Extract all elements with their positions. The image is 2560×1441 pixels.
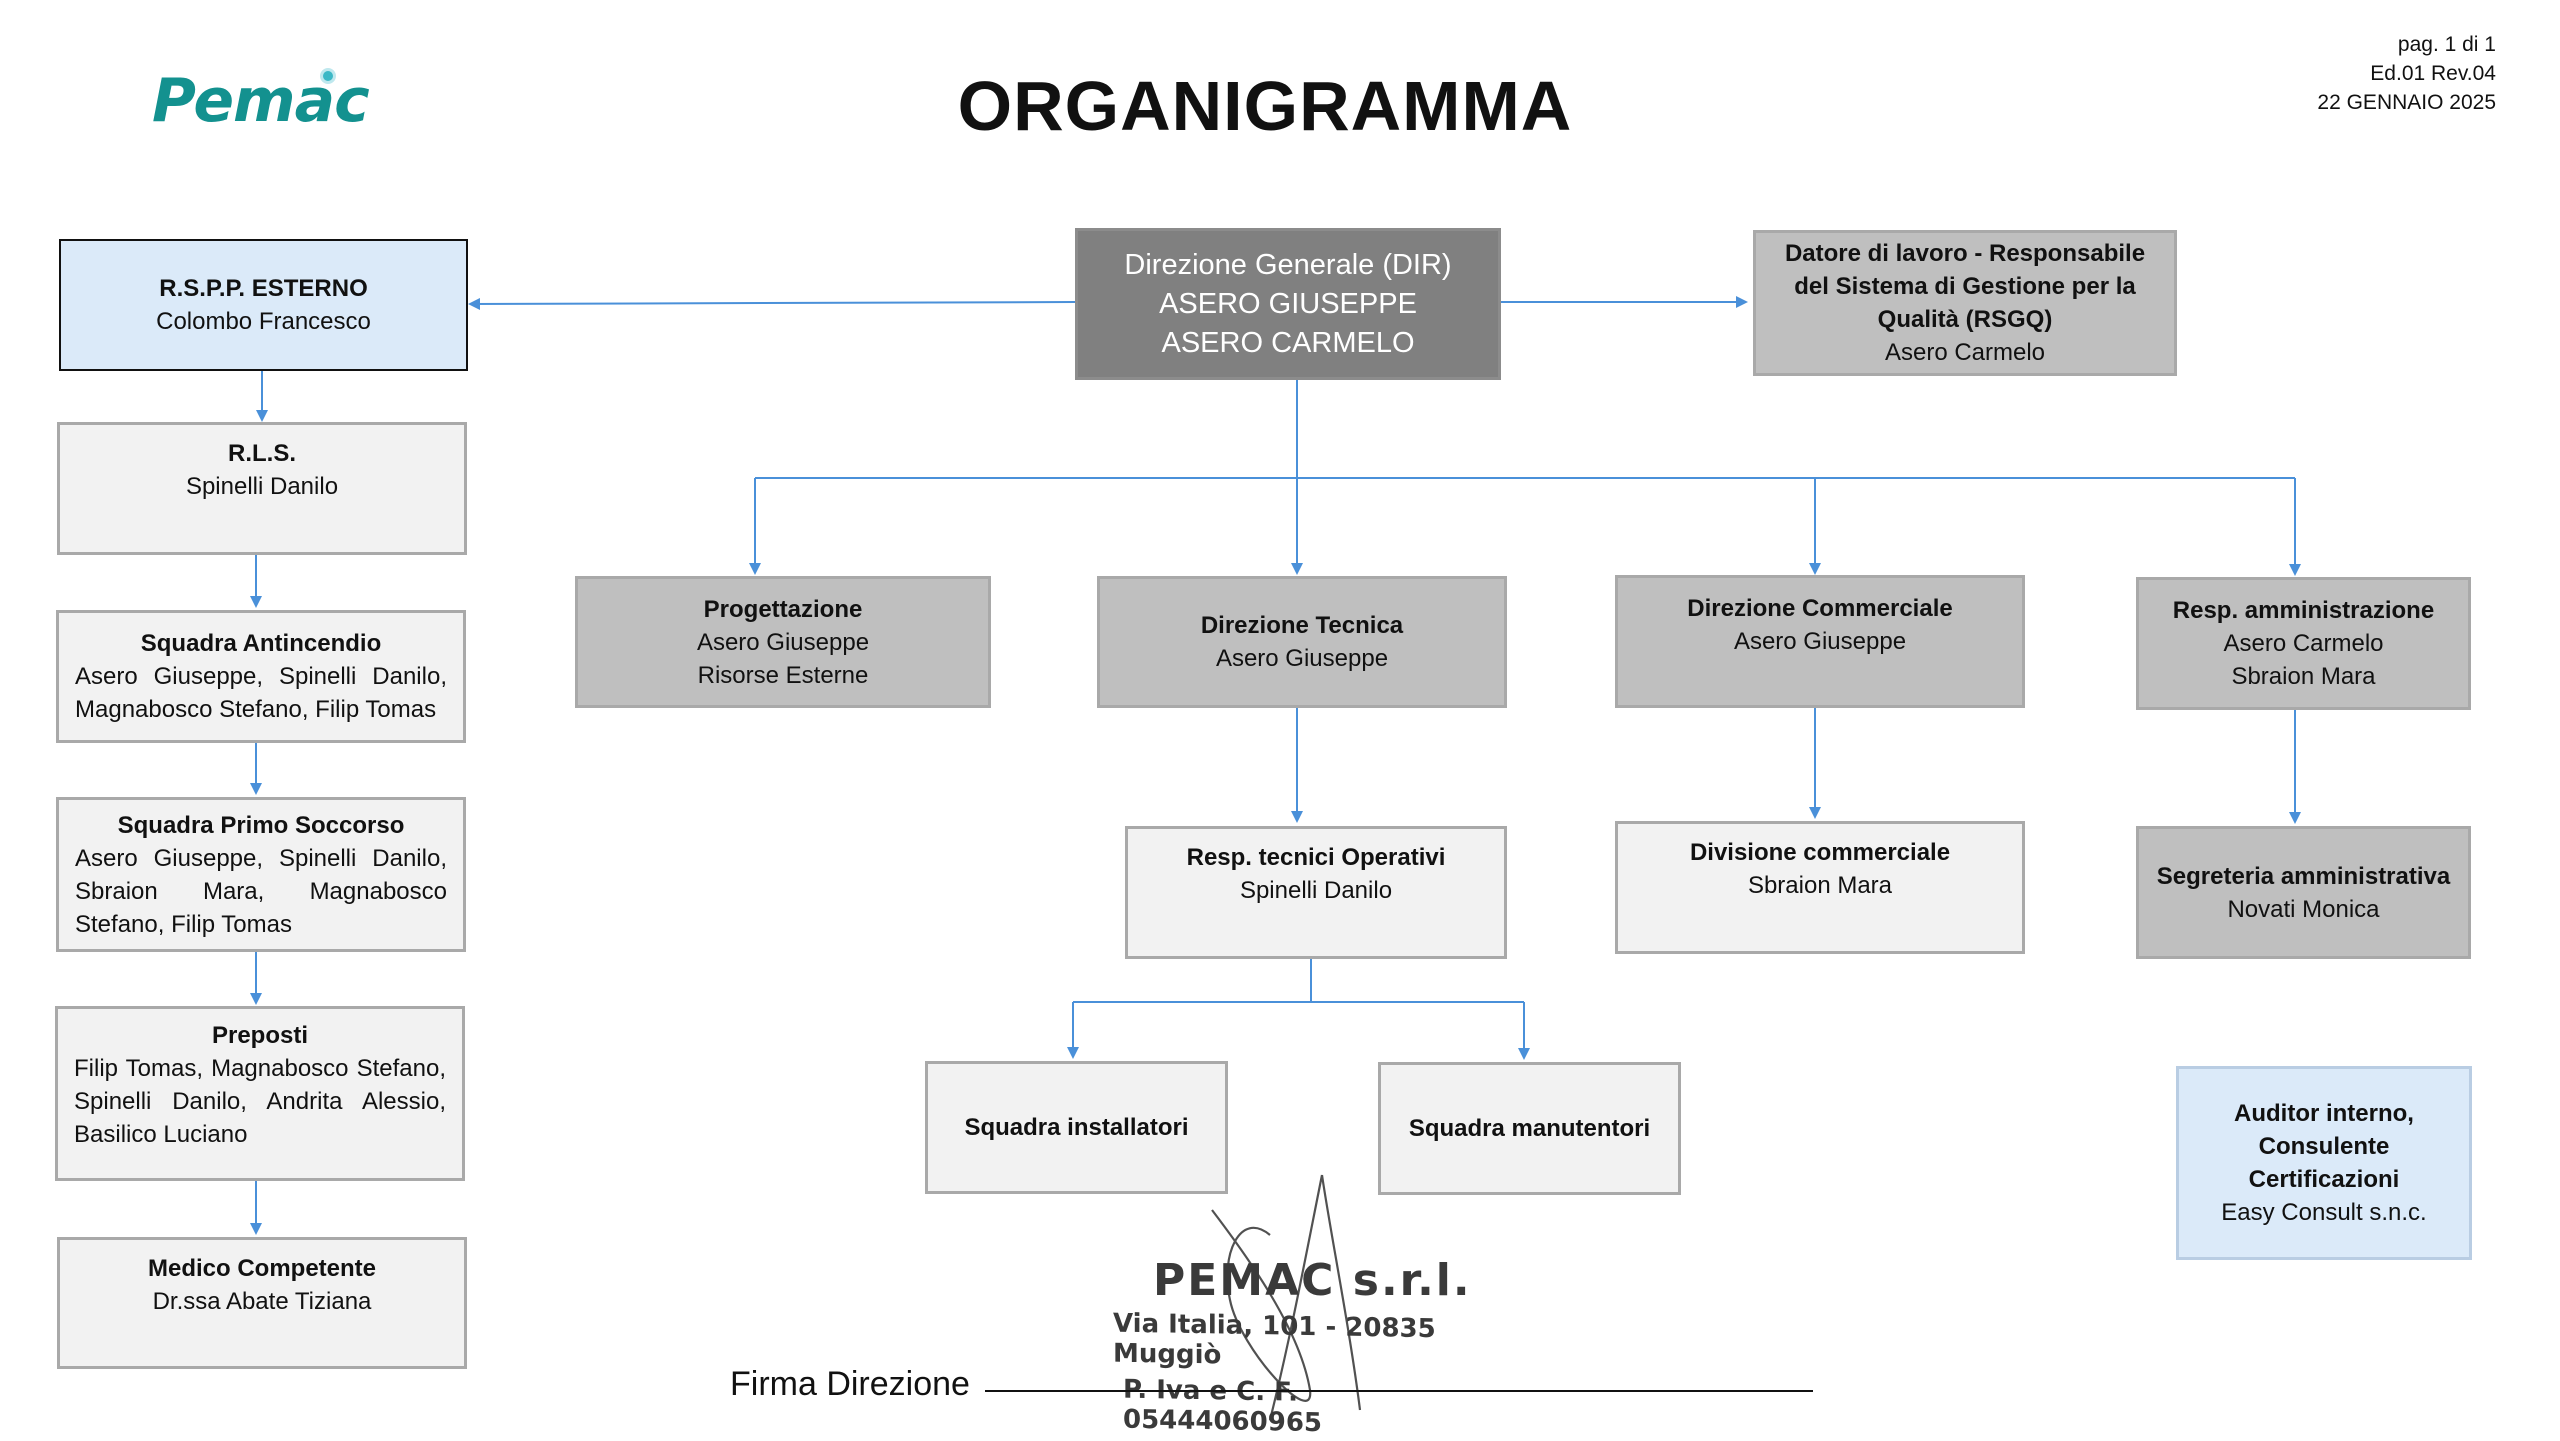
signature-label: Firma Direzione xyxy=(730,1365,970,1403)
box-title: Segreteria amministrativa xyxy=(2156,862,2451,890)
box-title: Preposti xyxy=(211,1022,309,1049)
box-title: Direzione Generale (DIR) xyxy=(1124,248,1452,281)
box-name: Sbraion Mara xyxy=(1747,872,1893,899)
signature-line xyxy=(985,1390,1813,1392)
box-title: Squadra manutentori xyxy=(1408,1115,1651,1142)
box-squadra-primo-soccorso: Squadra Primo Soccorso Asero Giuseppe, S… xyxy=(56,797,466,952)
box-title: R.L.S. xyxy=(227,440,296,467)
box-title: Datore di lavoro - Responsabile del Sist… xyxy=(1784,240,2146,333)
box-name: Asero Carmelo xyxy=(1884,339,2046,366)
box-name: Spinelli Danilo xyxy=(185,473,339,500)
box-name: Risorse Esterne xyxy=(697,661,869,689)
box-name: Filip Tomas, Magnabosco Stefano, Spinell… xyxy=(74,1055,446,1148)
box-resp-amministrazione: Resp. amministrazione Asero Carmelo Sbra… xyxy=(2136,577,2471,710)
box-name: Asero Giuseppe, Spinelli Danilo, Magnabo… xyxy=(75,663,447,723)
box-name: ASERO CARMELO xyxy=(1161,326,1415,359)
box-title: Squadra installatori xyxy=(964,1114,1189,1141)
box-rls: R.L.S. Spinelli Danilo xyxy=(57,422,467,555)
box-name: Easy Consult s.n.c. xyxy=(2221,1199,2427,1226)
signature-scribble xyxy=(1211,1174,1362,1421)
box-direzione-tecnica: Direzione Tecnica Asero Giuseppe xyxy=(1097,576,1507,708)
box-name: Colombo Francesco xyxy=(156,308,371,335)
box-name: ASERO GIUSEPPE xyxy=(1159,287,1417,320)
page-number: pag. 1 di 1 xyxy=(2397,33,2496,56)
edition-revision: Ed.01 Rev.04 xyxy=(2370,62,2496,85)
box-name: Asero Giuseppe, Spinelli Danilo, Sbraion… xyxy=(75,844,447,938)
box-name: Asero Giuseppe xyxy=(696,628,870,656)
box-title: Auditor interno, Consulente Certificazio… xyxy=(2234,1100,2414,1193)
connector-dir-to-rspp xyxy=(468,297,1076,310)
box-direzione-generale: Direzione Generale (DIR) ASERO GIUSEPPE … xyxy=(1075,228,1501,380)
box-title: Squadra Primo Soccorso xyxy=(117,811,405,839)
box-name: Asero Giuseppe xyxy=(1215,645,1389,672)
box-title: Medico Competente xyxy=(147,1255,377,1282)
stamp-vat: P. Iva e C. F. 05444060965 xyxy=(1123,1374,1322,1439)
box-divisione-commerciale: Divisione commerciale Sbraion Mara xyxy=(1615,821,2025,954)
box-name: Spinelli Danilo xyxy=(1239,877,1393,904)
box-name: Dr.ssa Abate Tiziana xyxy=(152,1288,372,1315)
box-name: Novati Monica xyxy=(2227,895,2380,923)
box-title: R.S.P.P. ESTERNO xyxy=(159,275,368,302)
box-title: Direzione Tecnica xyxy=(1200,612,1404,639)
box-resp-tecnici-operativi: Resp. tecnici Operativi Spinelli Danilo xyxy=(1125,826,1507,959)
box-segreteria-amministrativa: Segreteria amministrativa Novati Monica xyxy=(2136,826,2471,959)
box-name: Asero Giuseppe xyxy=(1733,628,1907,655)
box-datore-lavoro: Datore di lavoro - Responsabile del Sist… xyxy=(1753,230,2177,376)
box-squadra-manutentori: Squadra manutentori xyxy=(1378,1062,1681,1195)
page-title: ORGANIGRAMMA xyxy=(957,67,1573,145)
box-direzione-commerciale: Direzione Commerciale Asero Giuseppe xyxy=(1615,575,2025,708)
box-auditor-interno: Auditor interno, Consulente Certificazio… xyxy=(2176,1066,2472,1260)
box-squadra-installatori: Squadra installatori xyxy=(925,1061,1228,1194)
box-title: Divisione commerciale xyxy=(1689,839,1951,866)
box-preposti: Preposti Filip Tomas, Magnabosco Stefano… xyxy=(55,1006,465,1181)
box-name: Sbraion Mara xyxy=(2231,663,2376,690)
stamp-company: PEMAC s.r.l. xyxy=(1153,1255,1472,1306)
box-title: Progettazione xyxy=(703,595,863,623)
box-title: Squadra Antincendio xyxy=(140,630,382,657)
box-title: Resp. tecnici Operativi xyxy=(1186,844,1446,871)
box-medico-competente: Medico Competente Dr.ssa Abate Tiziana xyxy=(57,1237,467,1369)
box-name: Asero Carmelo xyxy=(2223,630,2384,657)
box-progettazione: Progettazione Asero Giuseppe Risorse Est… xyxy=(575,576,991,708)
document-meta: pag. 1 di 1 Ed.01 Rev.04 22 GENNAIO 2025 xyxy=(2317,30,2496,117)
logo-dot-icon xyxy=(320,68,336,84)
company-stamp: PEMAC s.r.l. Via Italia, 101 - 20835 Mug… xyxy=(1105,1255,1505,1438)
box-rspp: R.S.P.P. ESTERNO Colombo Francesco xyxy=(59,239,468,371)
stamp-address: Via Italia, 101 - 20835 Muggiò xyxy=(1113,1308,1436,1371)
box-title: Direzione Commerciale xyxy=(1687,595,1953,622)
box-title: Resp. amministrazione xyxy=(2172,597,2435,624)
document-date: 22 GENNAIO 2025 xyxy=(2317,91,2496,114)
box-squadra-antincendio: Squadra Antincendio Asero Giuseppe, Spin… xyxy=(56,610,466,743)
